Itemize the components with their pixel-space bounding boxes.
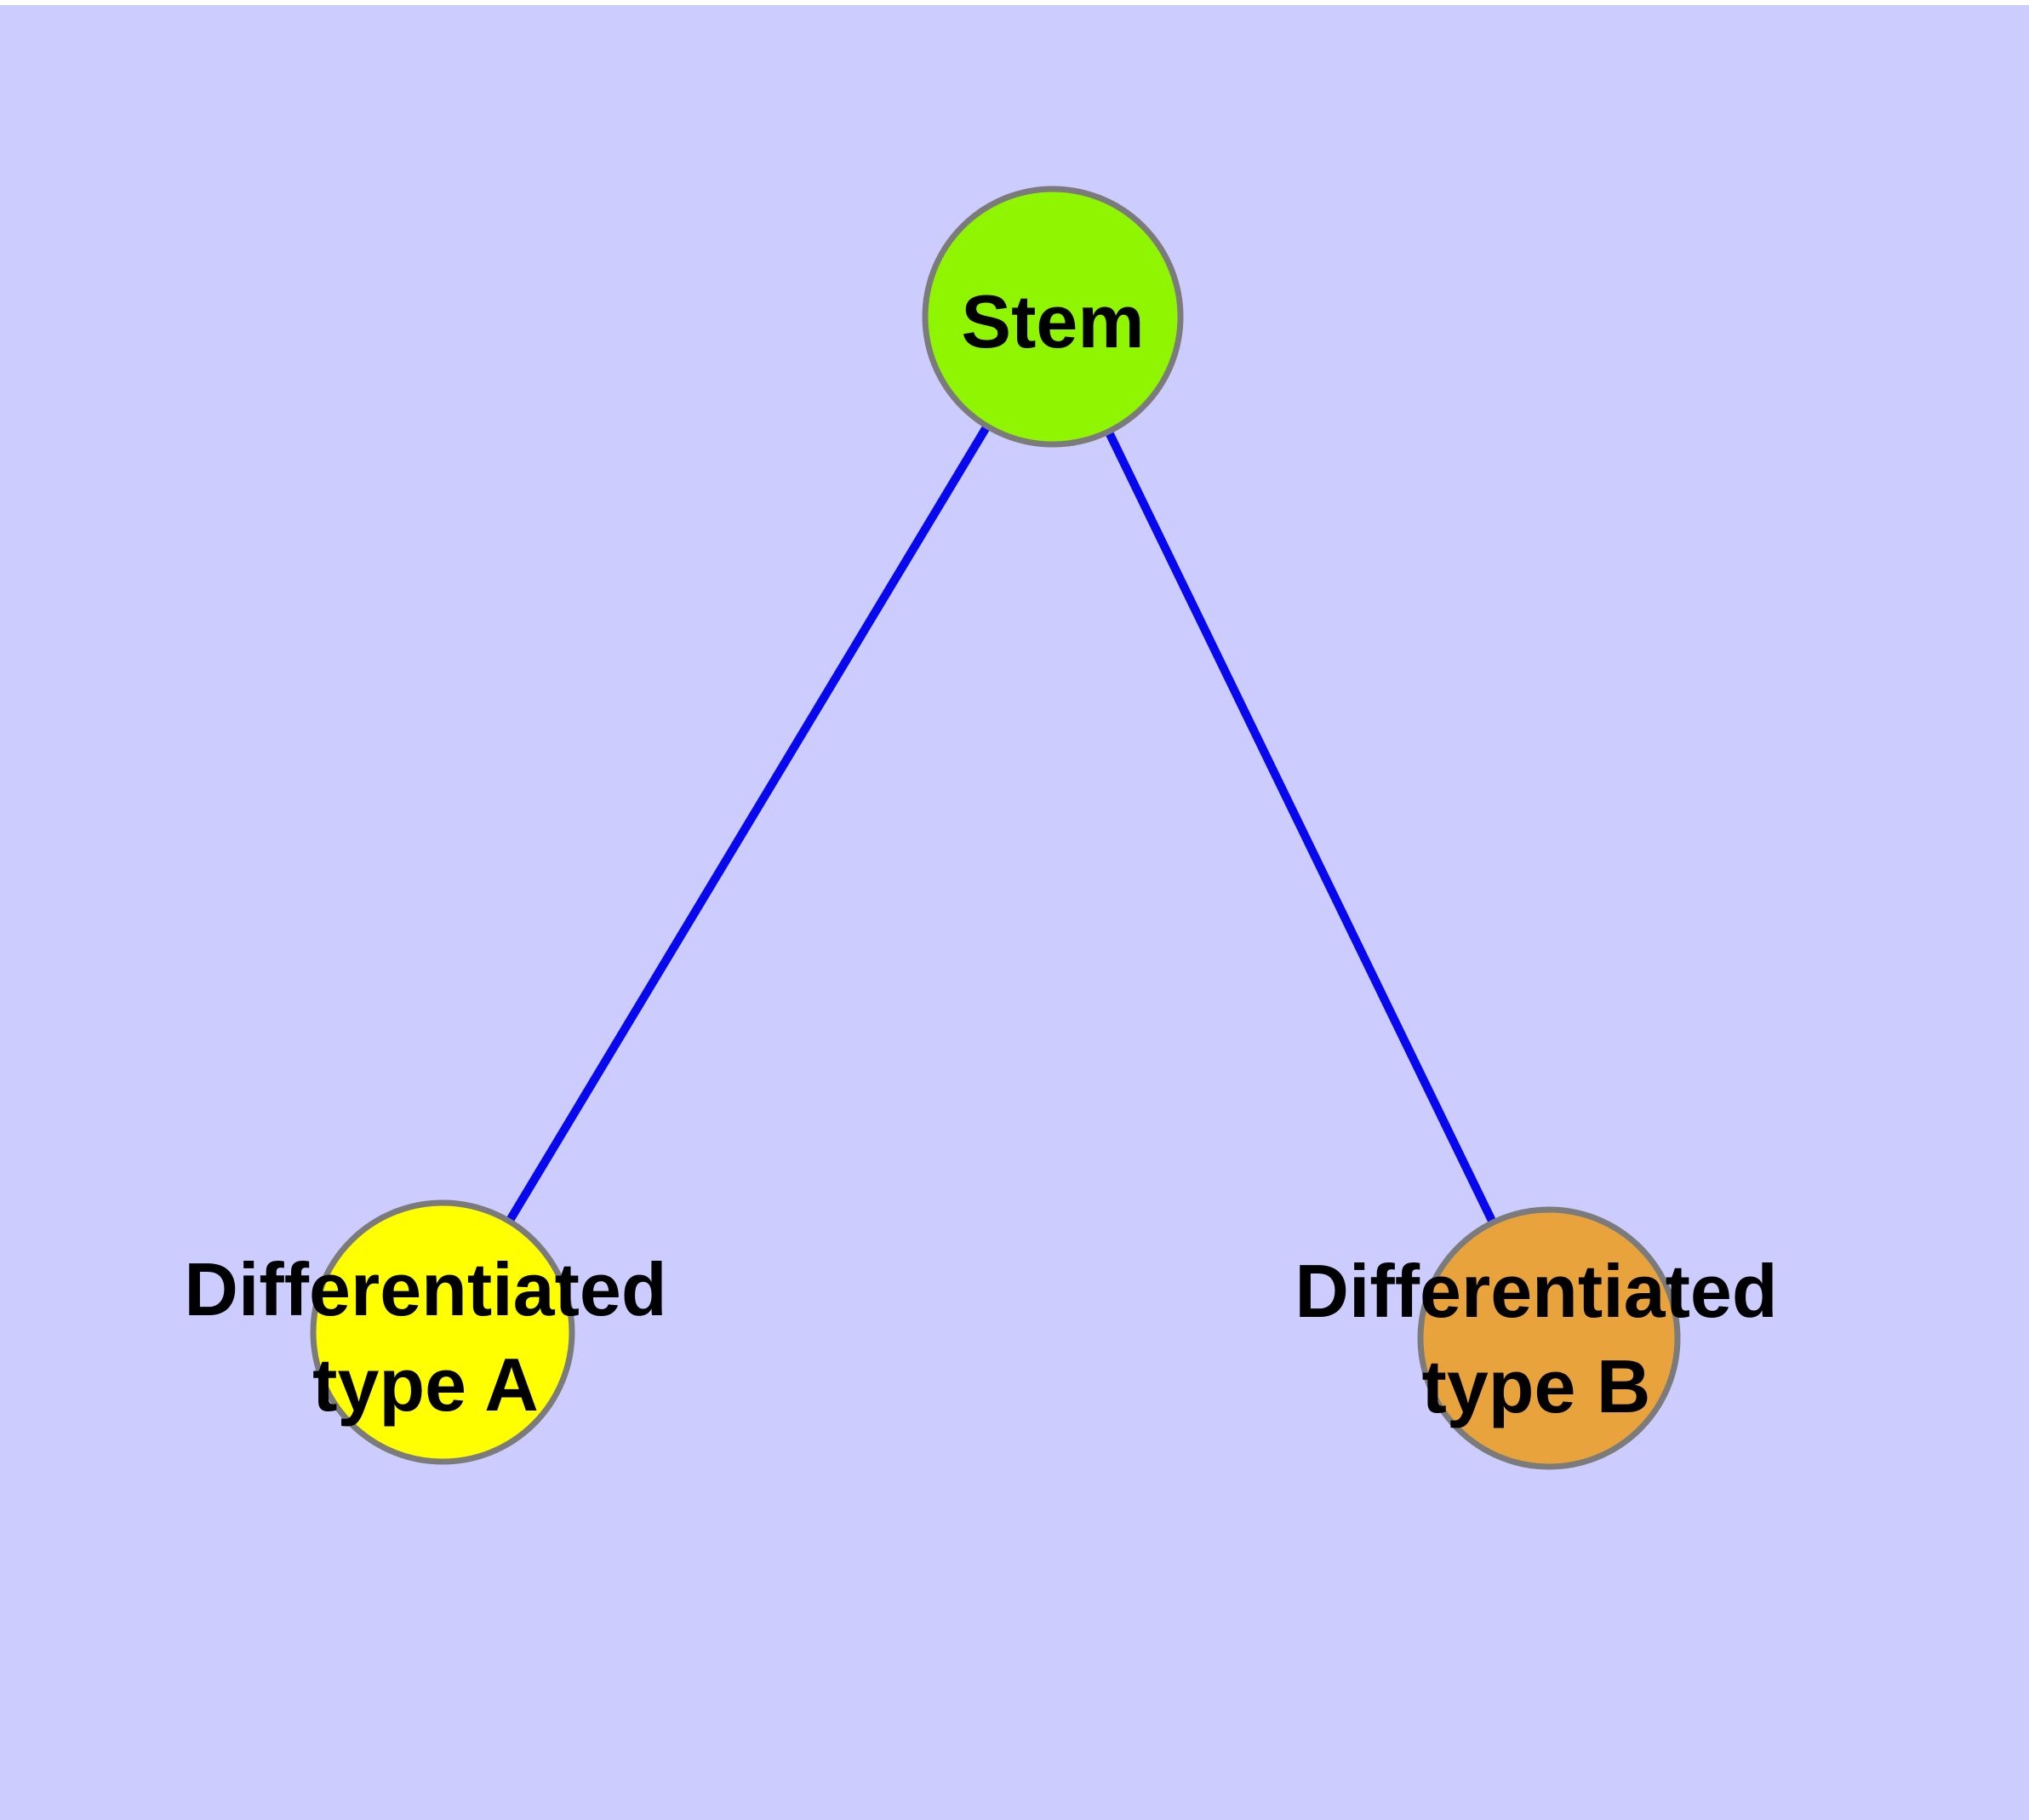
node-stem: Stem bbox=[922, 186, 1184, 448]
node-stem-circle bbox=[922, 186, 1184, 448]
edge-stem-to-type-a bbox=[438, 314, 1057, 1335]
node-type-b-label-line1: Differentiated bbox=[1295, 1249, 1777, 1333]
node-type-b-label-line2: type B bbox=[1422, 1344, 1651, 1428]
node-type-b-circle bbox=[1417, 1206, 1681, 1470]
node-type-a-label-line1: Differentiated bbox=[184, 1247, 666, 1331]
node-differentiated-type-a: Differentiated type A bbox=[184, 1199, 667, 1465]
node-type-a-circle bbox=[310, 1199, 575, 1465]
edge-stem-to-type-b bbox=[1049, 314, 1553, 1341]
node-differentiated-type-b: Differentiated type B bbox=[1295, 1206, 1778, 1470]
node-type-a-label-line2: type A bbox=[312, 1342, 539, 1427]
node-stem-label: Stem bbox=[961, 279, 1144, 363]
